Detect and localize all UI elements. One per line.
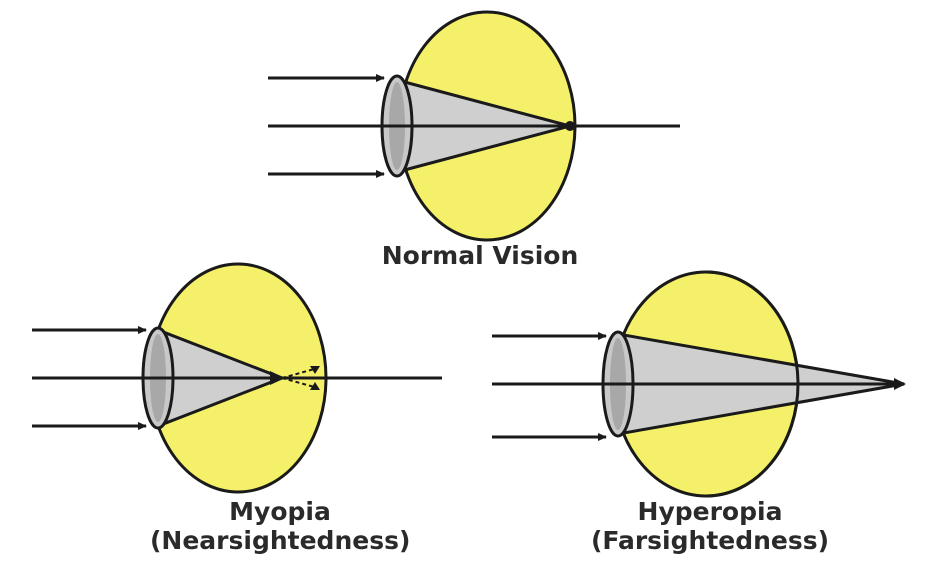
caption-myopia-line1: Myopia xyxy=(150,498,410,527)
normal-vision-eye xyxy=(268,12,680,240)
hyperopia-eye xyxy=(492,272,906,496)
caption-myopia-line2: (Nearsightedness) xyxy=(150,527,410,556)
caption-hyperopia-line2: (Farsightedness) xyxy=(560,527,860,556)
caption-normal-vision-line1: Normal Vision xyxy=(360,242,600,271)
caption-hyperopia: Hyperopia (Farsightedness) xyxy=(560,498,860,556)
caption-hyperopia-line1: Hyperopia xyxy=(560,498,860,527)
myopia-eye xyxy=(32,264,442,492)
caption-myopia: Myopia (Nearsightedness) xyxy=(150,498,410,556)
normal-focal-point xyxy=(565,121,575,131)
hyperopia-focal-arrow xyxy=(894,378,906,390)
caption-normal-vision: Normal Vision xyxy=(360,242,600,271)
